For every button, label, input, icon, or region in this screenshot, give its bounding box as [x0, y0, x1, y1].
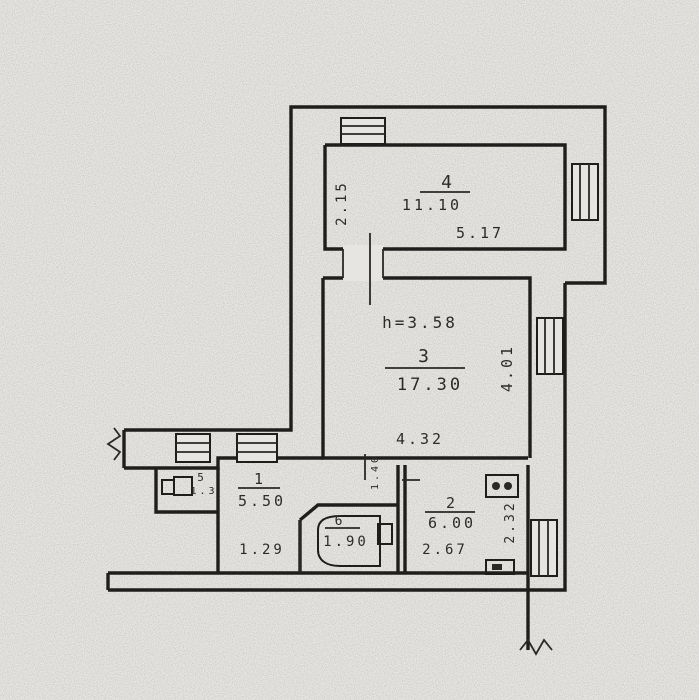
- outer-walls: [106, 105, 607, 650]
- room-2-number: 2: [446, 494, 458, 512]
- room-4-number: 4: [441, 172, 455, 193]
- room-3-depth: 4.01: [498, 344, 516, 392]
- room-4-depth: 2.15: [334, 180, 350, 226]
- room-3-ceiling-height: h=3.58: [382, 313, 458, 332]
- room-5-area: 1.3: [190, 486, 217, 497]
- window-hall-right: [236, 433, 278, 463]
- corridor-dimension: 1.40: [370, 454, 381, 490]
- internal-walls: [154, 465, 407, 573]
- window-room-3-right: [536, 317, 564, 375]
- fixtures: [161, 474, 519, 575]
- window-room-4-right: [571, 163, 599, 221]
- doors: [342, 233, 420, 481]
- room-1-width: 1.29: [239, 542, 285, 558]
- room-labels: 4 11.10 5.17 2.15 h=3.58 3 17.30 4.01 4.…: [190, 172, 518, 558]
- room-3-number: 3: [418, 346, 432, 367]
- room-6-area: 1.90: [323, 534, 369, 550]
- room-1-number: 1: [254, 470, 266, 488]
- room-5-number: 5: [197, 471, 207, 484]
- room-4-area: 11.10: [402, 196, 462, 214]
- room-2-area: 6.00: [428, 514, 476, 532]
- window-top: [340, 117, 386, 145]
- bathtub-icon: [317, 515, 393, 567]
- room-1-area: 5.50: [238, 492, 286, 510]
- window-room-2-right: [530, 519, 558, 577]
- room-4-width: 5.17: [456, 224, 504, 242]
- room-6-number: 6: [335, 514, 346, 529]
- room-3-area: 17.30: [397, 375, 463, 395]
- stove-icon: [485, 474, 519, 498]
- room-3-width: 4.32: [396, 430, 444, 448]
- room-2-depth: 2.32: [503, 500, 518, 543]
- window-hall-left: [175, 433, 211, 463]
- toilet-icon: [161, 476, 193, 496]
- room-2-width: 2.67: [422, 542, 468, 558]
- windows: [175, 117, 599, 577]
- sink-icon: [485, 559, 515, 575]
- break-marks: [106, 427, 553, 656]
